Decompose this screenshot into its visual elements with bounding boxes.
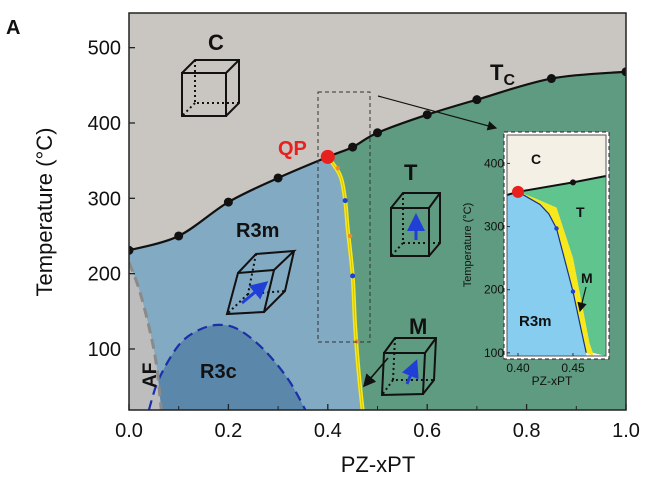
x-tick-label: 0.6 (413, 420, 441, 442)
inset-y-tick-label: 300 (484, 220, 504, 234)
inset-label-r3m: R3m (519, 313, 552, 330)
y-tick-label: 200 (88, 264, 121, 286)
inset-x-axis-label: PZ-xPT (532, 374, 573, 388)
inset-tc-point (570, 179, 576, 186)
phase-label-r3m: R3m (236, 220, 279, 242)
af-boundary-line (129, 261, 163, 410)
tc-data-point (621, 67, 626, 77)
x-tick-label: 0.2 (214, 420, 242, 442)
inset-blue-point (554, 226, 559, 231)
tc-data-point (348, 142, 358, 152)
mpb-blue-point (350, 273, 356, 279)
tc-data-point (546, 74, 556, 84)
inset-quadruple-point (512, 185, 524, 198)
r3c-boundary-line (147, 323, 307, 410)
y-tick-label: 400 (88, 113, 121, 135)
inset-m-pointer-arrow (577, 286, 587, 313)
mpb-orange-point (347, 233, 353, 239)
tc-label: TC (490, 60, 515, 89)
x-axis-label: PZ-xPT (341, 452, 416, 476)
m-pointer-arrow (362, 357, 389, 388)
af-region (129, 262, 162, 410)
mpb-line-edge (327, 156, 364, 410)
inset-y-tick-label: 200 (484, 283, 504, 297)
mpb-blue-point (342, 198, 348, 204)
inset-blue-point (570, 289, 576, 294)
y-tick-label: 100 (88, 339, 121, 361)
y-tick-label: 500 (88, 38, 121, 60)
qp-label: QP (278, 138, 307, 160)
tc-data-point (129, 245, 134, 255)
inset-x-tick-label: 0.40 (506, 361, 530, 375)
x-tick-label: 0.0 (115, 420, 143, 442)
mpb-orange-point (335, 165, 340, 171)
inset-r3m-region (507, 191, 587, 356)
phase-label-t: T (404, 160, 418, 185)
inset-x-tick-label: 0.45 (561, 361, 585, 375)
tc-data-point (422, 110, 432, 120)
inset-y-axis-label: Temperature (°C) (462, 203, 474, 287)
phase-label-m: M (409, 314, 427, 339)
inset-y-tick-label: 100 (484, 346, 504, 360)
phase-label-af: AF (140, 363, 161, 388)
tc-data-point (472, 95, 482, 105)
x-tick-label: 0.4 (314, 420, 342, 442)
inset-axes-frame (506, 134, 607, 357)
inset-zoom-chart: 100 200 300 400 0.40 0.45 PZ-xPT Temperature … (462, 131, 610, 388)
inset-label-m: M (581, 270, 593, 286)
rhombohedral-cell-icon (225, 249, 297, 316)
y-tick-label: 300 (88, 188, 121, 210)
tc-data-point (174, 231, 184, 241)
panel-label: A (6, 17, 20, 39)
y-axis-label: Temperature (°C) (32, 128, 57, 297)
zoom-region-box (317, 91, 371, 343)
x-tick-label: 1.0 (612, 420, 640, 442)
quadruple-point-marker (320, 149, 335, 164)
cubic-cell-icon (181, 59, 240, 117)
zoom-pointer-arrow (377, 95, 498, 131)
monoclinic-cell-icon (380, 337, 438, 397)
phase-label-c: C (208, 30, 224, 55)
inset-y-tick-label: 400 (484, 156, 504, 170)
tc-data-point (223, 197, 233, 207)
inset-label-c: C (531, 151, 541, 167)
tc-data-point (273, 173, 283, 183)
phase-label-r3c: R3c (200, 361, 237, 383)
tetragonal-cell-icon (390, 192, 441, 257)
mpb-orange-point (354, 339, 359, 344)
tc-data-point (373, 128, 382, 138)
inset-monoclinic-region (518, 191, 593, 356)
x-tick-label: 0.8 (513, 420, 541, 442)
inset-label-t: T (576, 204, 585, 220)
r3c-region (148, 324, 306, 410)
